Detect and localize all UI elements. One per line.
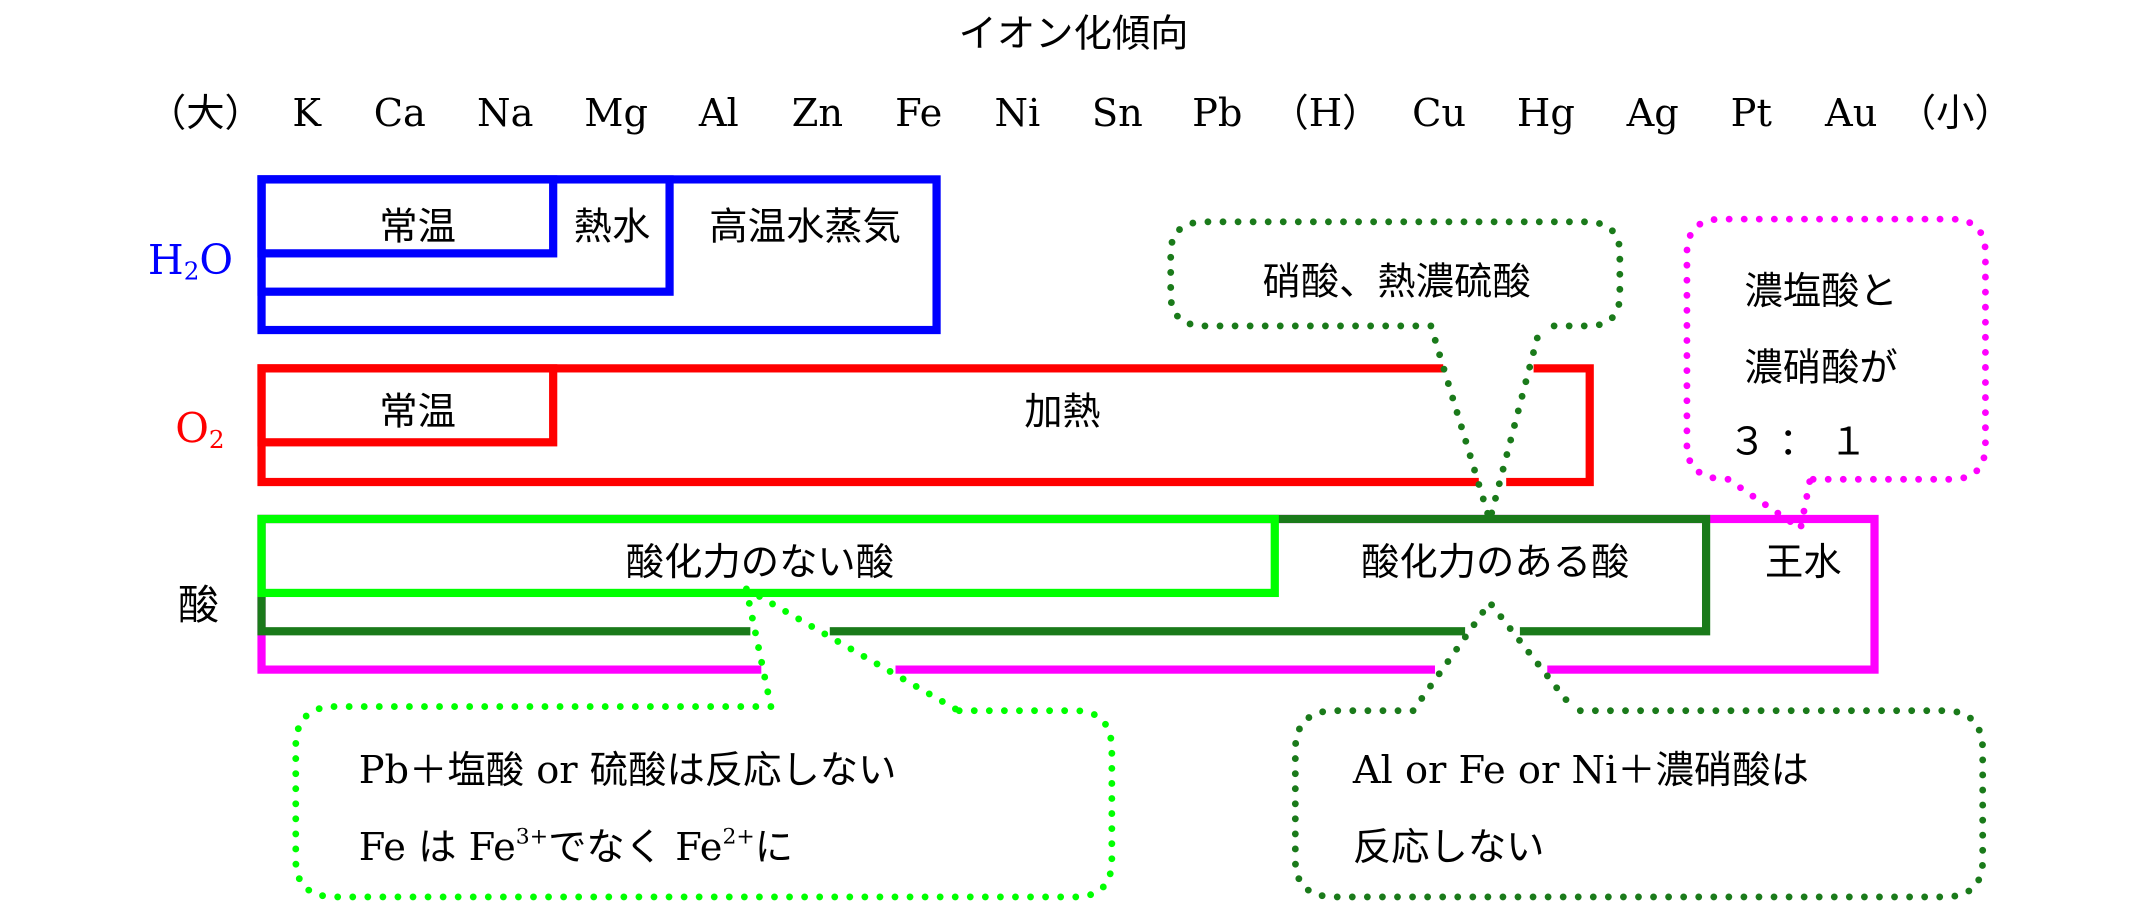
series-item: Ca [374, 91, 426, 136]
series-item: （H） [1270, 91, 1380, 136]
callout-passivation-note: Al or Fe or Ni＋濃硝酸は 反応しない [1291, 596, 1987, 901]
series-item: （大） [148, 91, 263, 136]
series-item: Fe [895, 91, 942, 136]
acid-reaction-group: 酸 酸化力のない酸 酸化力のある酸 王水 [178, 514, 1879, 677]
callout-aqua-regia-line: ３ ： １ [1728, 420, 1867, 465]
series-item: Ag [1626, 91, 1679, 136]
oxygen-room-temp: 常温 [379, 390, 456, 435]
series-item: Ni [994, 91, 1040, 136]
water-room-box [257, 175, 558, 258]
series-item: Pb [1192, 91, 1242, 136]
acid-label: 酸 [178, 581, 219, 629]
title: イオン化傾向 [959, 12, 1189, 57]
series-item: Na [477, 91, 533, 136]
oxygen-heated: 加熱 [1024, 390, 1101, 435]
passivation-note-line1: Al or Fe or Ni＋濃硝酸は [1352, 748, 1809, 793]
series-item: Au [1824, 91, 1877, 136]
nonoxidizing-note-line1: Pb＋塩酸 or 硫酸は反応しない [359, 748, 897, 793]
oxygen-room-box [257, 364, 558, 447]
series-item: Mg [584, 91, 648, 136]
series-item: Cu [1412, 91, 1466, 136]
series-item: （小） [1898, 91, 2013, 136]
series-item: Pt [1731, 91, 1773, 136]
series-item: Zn [792, 91, 843, 136]
callout-nonoxidizing-note: Pb＋塩酸 or 硫酸は反応しない Fe は Fe3+でなく Fe2+に [292, 582, 1116, 901]
series-item: K [292, 91, 322, 136]
water-hot: 熱水 [574, 205, 651, 250]
nonoxidizing-acid-text: 酸化力のない酸 [626, 540, 894, 585]
element-series: （大） K Ca Na Mg Al Zn Fe Ni Sn Pb （H） Cu … [148, 91, 2013, 136]
nonoxidizing-acid-box [257, 514, 1279, 598]
series-item: Al [698, 91, 739, 136]
oxygen-reaction-group: O2 常温 加熱 [175, 361, 1594, 489]
aqua-regia-text: 王水 [1765, 540, 1842, 585]
water-reaction-group: H2O 常温 熱水 高温水蒸気 [148, 175, 941, 335]
water-steam: 高温水蒸気 [709, 205, 901, 250]
series-item: Hg [1517, 91, 1575, 136]
oxidizing-acid-text: 酸化力のある酸 [1361, 540, 1629, 585]
callout-aqua-regia-line: 濃塩酸と [1744, 269, 1897, 314]
passivation-note-line2: 反応しない [1353, 825, 1545, 870]
nonoxidizing-note-line2: Fe は Fe3+でなく Fe2+に [359, 825, 793, 870]
oxygen-label: O2 [175, 404, 224, 453]
water-label: H2O [148, 236, 233, 285]
oxygen-heated-box [257, 364, 1594, 487]
callout-oxidizing-acids: 硝酸、熱濃硫酸 [1167, 218, 1624, 533]
callout-aqua-regia: 濃塩酸と 濃硝酸が ３ ： １ [1683, 215, 1989, 535]
water-room-temp: 常温 [379, 205, 456, 250]
callout-aqua-regia-line: 濃硝酸が [1744, 346, 1897, 391]
series-item: Sn [1092, 91, 1143, 136]
callout-oxidizing-acids-text: 硝酸、熱濃硫酸 [1262, 259, 1530, 304]
